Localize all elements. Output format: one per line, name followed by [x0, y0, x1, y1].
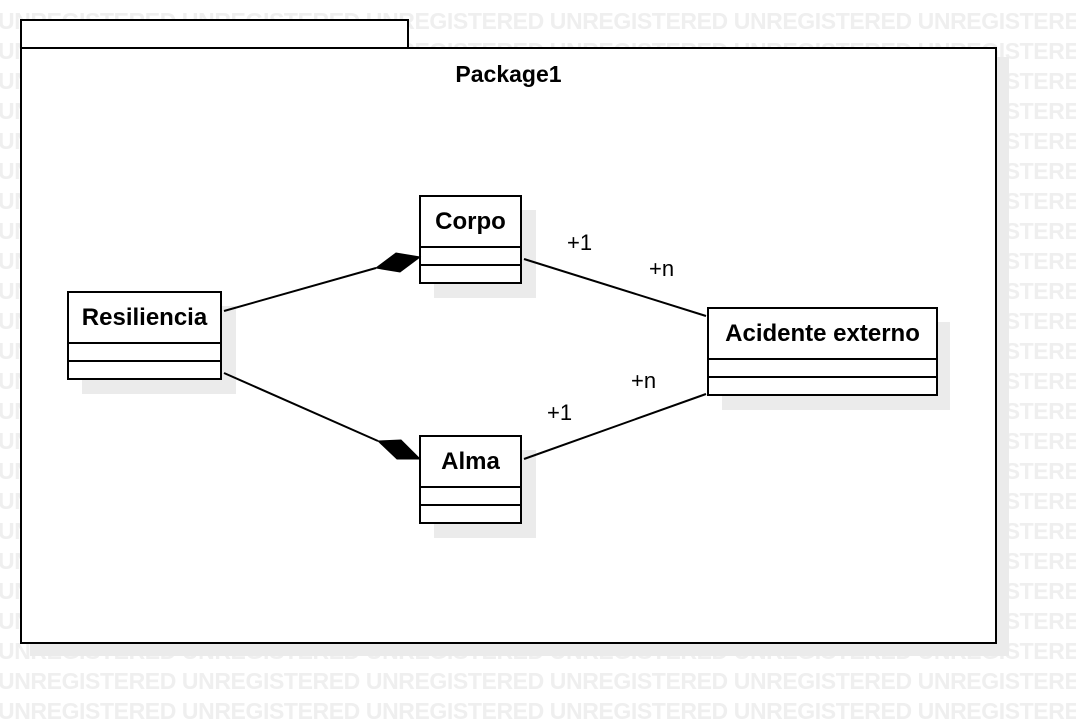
class-name: Resiliencia [69, 293, 220, 344]
class-attributes-compartment [709, 360, 936, 378]
class-name: Alma [421, 437, 520, 488]
composition-diamond-icon [374, 252, 422, 273]
multiplicity-label: +n [631, 368, 656, 393]
multiplicity-label: +n [649, 256, 674, 281]
composition-diamond-icon [376, 439, 422, 460]
composition-line-resiliencia-alma[interactable] [223, 372, 379, 442]
class-attributes-compartment [69, 344, 220, 362]
watermark-row: UNREGISTERED UNREGISTERED UNREGISTERED U… [0, 668, 1076, 694]
class-resiliencia[interactable]: Resiliencia [67, 291, 222, 380]
class-name: Corpo [421, 197, 520, 248]
multiplicity-label: +1 [567, 230, 592, 255]
class-alma[interactable]: Alma [419, 435, 522, 524]
class-attributes-compartment [421, 248, 520, 266]
composition-line-resiliencia-corpo[interactable] [223, 267, 377, 312]
association-line-corpo-acidente[interactable] [523, 258, 707, 317]
class-acidente-externo[interactable]: Acidente externo [707, 307, 938, 396]
multiplicity-label: +1 [547, 400, 572, 425]
class-attributes-compartment [421, 488, 520, 506]
watermark-row: UNREGISTERED UNREGISTERED UNREGISTERED U… [0, 698, 1076, 724]
package-tab[interactable] [20, 19, 409, 47]
association-line-alma-acidente[interactable] [523, 393, 707, 460]
class-name: Acidente externo [709, 309, 936, 360]
package-title: Package1 [455, 61, 562, 87]
class-corpo[interactable]: Corpo [419, 195, 522, 284]
